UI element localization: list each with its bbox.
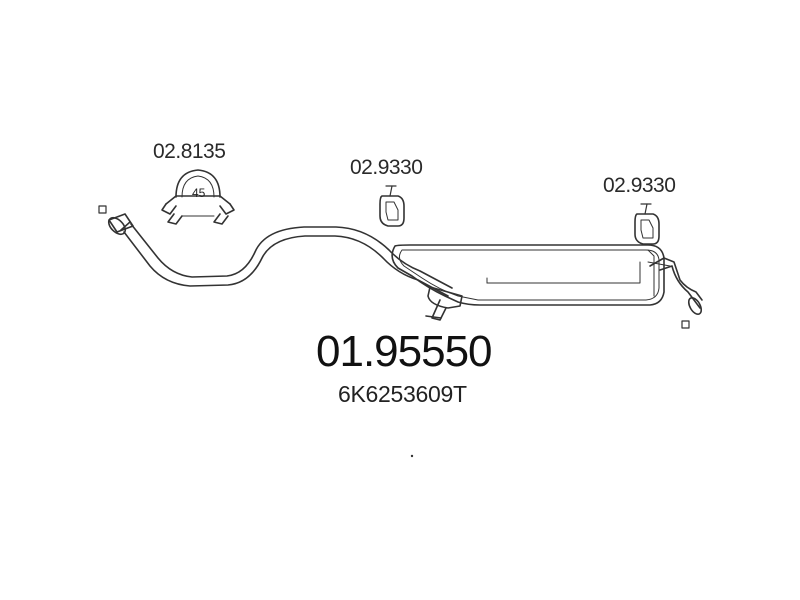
rear-muffler <box>391 244 665 321</box>
rubber-hanger-icon-2 <box>634 203 660 245</box>
tail-pipe <box>647 257 703 315</box>
clamp-size-label: 45 <box>192 186 206 200</box>
hanger-part-ref-2: 02.9330 <box>603 174 676 197</box>
inlet-connection-marker <box>98 205 107 214</box>
rubber-hanger-icon <box>379 185 405 227</box>
hanger-part-ref-1: 02.9330 <box>350 156 423 179</box>
pipe-inlet-flange <box>107 213 134 236</box>
oem-number: 6K6253609T <box>338 381 467 407</box>
clamp-icon <box>161 169 235 225</box>
clamp-part-ref: 02.8135 <box>153 140 226 163</box>
stray-dot <box>410 454 414 458</box>
main-part-number: 01.95550 <box>316 327 493 376</box>
exhaust-pipe <box>123 223 453 297</box>
outlet-connection-marker <box>681 320 690 329</box>
